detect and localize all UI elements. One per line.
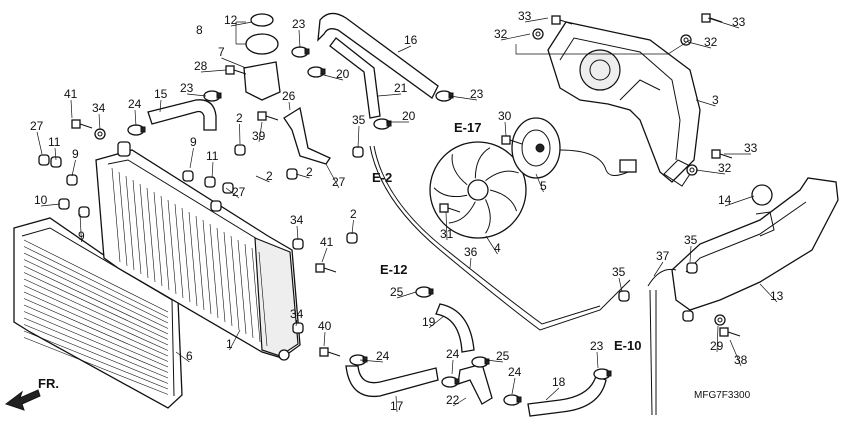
callout-label: 37: [656, 249, 670, 263]
callout-label: 2: [266, 169, 273, 183]
callout-label: 6: [186, 349, 193, 363]
callout-label: 2: [306, 165, 313, 179]
callout-label: 2: [236, 111, 243, 125]
front-arrow-icon: [4, 389, 41, 411]
breather-tube-37: [647, 268, 677, 416]
callout-label: 9: [78, 229, 85, 243]
hose-18: [527, 375, 607, 417]
callout-label: 41: [320, 235, 334, 249]
fan-shroud: [547, 21, 701, 187]
radiator-grille: [13, 217, 183, 409]
callout-label: 23: [180, 81, 194, 95]
callout-label: 33: [518, 9, 532, 23]
callout-label: 33: [732, 15, 746, 29]
callout-label: 29: [710, 339, 724, 353]
front-indicator: FR.: [38, 376, 59, 391]
callout-label: 27: [30, 119, 44, 133]
callout-label: 32: [718, 161, 732, 175]
callout-label: 24: [128, 97, 142, 111]
overflow-tube-36: [369, 145, 631, 331]
filler-neck: [243, 13, 281, 101]
callout-label: 26: [282, 89, 296, 103]
callout-label: 16: [404, 33, 418, 47]
ref-e12: E-12: [380, 262, 407, 277]
callout-label: 2: [350, 207, 357, 221]
diagram-code: MFG7F3300: [694, 390, 751, 401]
hose-21: [329, 37, 381, 119]
fan-motor: [511, 117, 637, 179]
callout-label: 34: [92, 101, 106, 115]
ref-e10: E-10: [614, 338, 641, 353]
callout-label: 13: [770, 289, 784, 303]
callout-label: 12: [224, 13, 238, 27]
callout-label: 25: [496, 349, 510, 363]
callout-label: 38: [734, 353, 748, 367]
reserve-tank: [671, 177, 839, 311]
callout-label: 3: [712, 93, 719, 107]
callout-label: 20: [402, 109, 416, 123]
callout-label: 41: [64, 87, 78, 101]
callout-label: 24: [446, 347, 460, 361]
callout-label: 1: [226, 337, 233, 351]
hose-19: [435, 303, 475, 353]
callout-label: 24: [508, 365, 522, 379]
callout-label: 8: [196, 23, 203, 37]
callout-label: 32: [704, 35, 718, 49]
hose-16: [317, 12, 439, 99]
water-pipe-22: [457, 363, 493, 405]
callout-label: 18: [552, 375, 566, 389]
ref-e17: E-17: [454, 120, 481, 135]
callout-label: 36: [464, 245, 478, 259]
callout-label: 30: [498, 109, 512, 123]
callout-label: 23: [292, 17, 306, 31]
callout-label: 23: [470, 87, 484, 101]
callout-label: 17: [390, 399, 404, 413]
callout-label: 25: [390, 285, 404, 299]
callout-label: 10: [34, 193, 48, 207]
callout-label: 32: [494, 27, 508, 41]
radiator: [95, 141, 301, 361]
callout-label: 34: [290, 307, 304, 321]
callout-label: 15: [154, 87, 168, 101]
callout-label: 7: [218, 45, 225, 59]
callout-label: 27: [232, 185, 246, 199]
callout-label: 24: [376, 349, 390, 363]
callout-label: 14: [718, 193, 732, 207]
callout-label: 11: [48, 135, 61, 149]
bracket-26: [283, 106, 331, 165]
callout-label: 5: [540, 179, 547, 193]
callout-label: 9: [190, 135, 197, 149]
ref-e2: E-2: [372, 170, 392, 185]
cooling-fan: [429, 141, 527, 239]
callout-label: 35: [684, 233, 698, 247]
callout-label: 35: [612, 265, 626, 279]
callout-label: 19: [422, 315, 436, 329]
callout-label: 20: [336, 67, 350, 81]
callout-label: 11: [206, 149, 219, 163]
hose-17: [345, 365, 439, 398]
callout-label: 22: [446, 393, 460, 407]
callout-label: 35: [352, 113, 366, 127]
callout-label: 34: [290, 213, 304, 227]
callout-label: 33: [744, 141, 758, 155]
callout-label: 40: [318, 319, 332, 333]
callout-label: 28: [194, 59, 208, 73]
callout-label: 39: [252, 129, 266, 143]
callout-label: 9: [72, 147, 79, 161]
callout-label: 4: [494, 241, 501, 255]
callout-label: 23: [590, 339, 604, 353]
callout-label: 31: [440, 227, 454, 241]
callout-label: 27: [332, 175, 346, 189]
callout-label: 21: [394, 81, 408, 95]
hose-15: [147, 99, 217, 131]
